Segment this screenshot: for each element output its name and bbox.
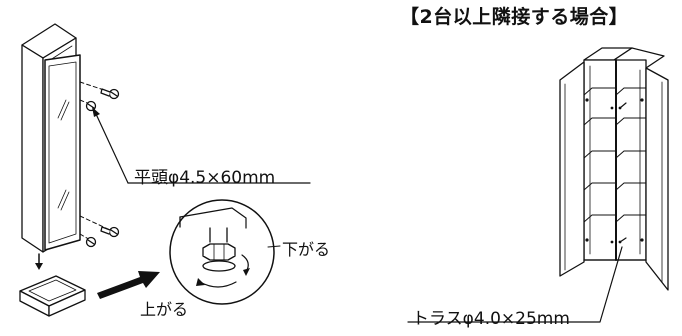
lower-label: 下がる [282, 240, 331, 259]
flat-head-screw-label: 平頭φ4.5×60mm [134, 168, 276, 188]
zoom-arrow-icon [97, 271, 160, 299]
truss-label-leader [407, 246, 623, 323]
single-cabinet [21, 23, 81, 253]
leveler-zoom-circle [169, 199, 275, 305]
double-cabinet [559, 47, 669, 291]
screw-icon [100, 226, 120, 238]
lower-label-leader [267, 245, 281, 248]
truss-screw-label: トラスφ4.0×25mm [412, 309, 570, 329]
screw-icon [100, 88, 120, 100]
screw-icon [85, 236, 97, 248]
raise-label: 上がる [140, 300, 189, 319]
screw-label-leader [92, 107, 311, 184]
down-arrow-icon [35, 253, 43, 270]
section-title: 【2台以上隣接する場合】 [400, 6, 629, 28]
adjuster-box [19, 275, 86, 317]
